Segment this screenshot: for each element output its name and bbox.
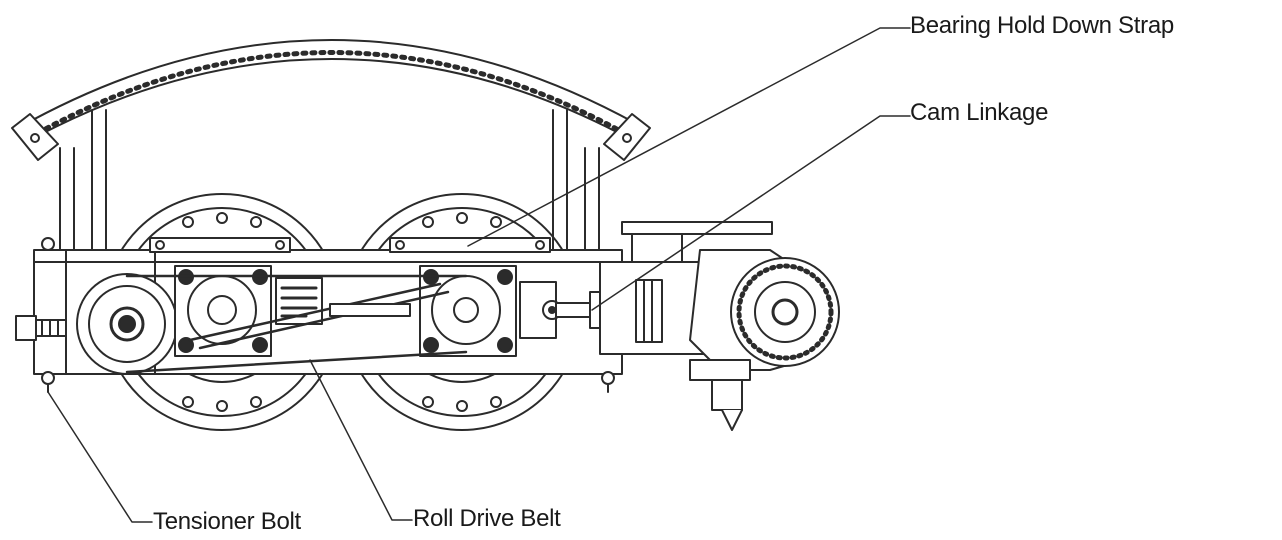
leader-lines: [47, 27, 911, 523]
right-bearing-block: [419, 265, 517, 357]
leader-cam-linkage: [591, 115, 911, 311]
callout-cam-linkage: Cam Linkage: [910, 99, 1049, 126]
leader-tensioner-bolt: [47, 391, 153, 523]
tensioner-pulley: [76, 273, 178, 375]
leader-bearing-hold-down-strap: [467, 27, 911, 247]
leader-roll-drive-belt: [309, 359, 413, 521]
callout-bearing-hold-down-strap: Bearing Hold Down Strap: [910, 12, 1174, 39]
vertical-posts: [59, 109, 600, 253]
cam-housing: [599, 221, 840, 431]
tensioner-bolt: [15, 315, 67, 341]
roll-drive-belt: [125, 274, 468, 374]
callout-tensioner-bolt: Tensioner Bolt: [153, 508, 301, 535]
nameplate: [275, 277, 323, 325]
top-curved-rail: [11, 39, 651, 161]
callout-roll-drive-belt: Roll Drive Belt: [413, 505, 561, 532]
